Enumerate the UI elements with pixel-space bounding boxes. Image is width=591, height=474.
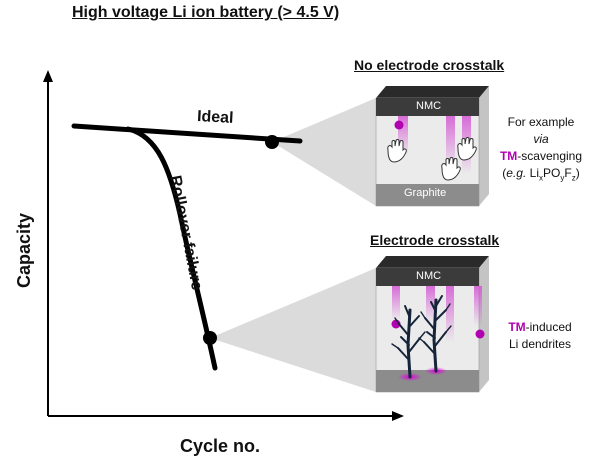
y-axis-arrow-icon	[43, 70, 53, 82]
top-cell	[375, 86, 489, 207]
note-induced: -induced	[525, 320, 572, 334]
top-cell-side	[479, 86, 489, 206]
note-line3: TM-scavenging	[497, 148, 585, 165]
rollover-marker	[203, 331, 217, 345]
note-sub-z: z	[571, 173, 576, 183]
bottom-cell-cap	[376, 256, 489, 268]
note-scavenging: -scavenging	[517, 149, 583, 163]
note-formula-prefix: Li	[526, 166, 539, 180]
ideal-curve	[71, 123, 303, 144]
note-eg: e.g.	[506, 166, 527, 180]
axes	[43, 70, 404, 421]
scavenger-hand-icon	[457, 137, 477, 161]
ideal-marker	[265, 135, 279, 149]
bottom-cathode-label: NMC	[416, 270, 442, 282]
bottom-cell-cathode	[376, 268, 479, 286]
tm-particle	[394, 120, 404, 130]
x-axis-label: Cycle no.	[180, 436, 261, 456]
li-dendrite-icon	[391, 305, 426, 379]
tm-streak	[398, 116, 408, 156]
tm-particle	[475, 329, 485, 339]
top-panel-note: For example via TM-scavenging (e.g. LixP…	[497, 114, 585, 186]
tm-streak	[446, 116, 455, 170]
top-cell-cap	[376, 86, 489, 98]
li-dendrite-icon	[418, 295, 452, 373]
bottom-panel-title: Electrode crosstalk	[370, 232, 500, 248]
diagram-title: High voltage Li ion battery (> 4.5 V)	[72, 4, 340, 21]
scavenger-hand-icon	[387, 139, 407, 163]
y-axis-label: Capacity	[14, 212, 34, 288]
top-cell-cathode	[376, 98, 479, 116]
top-cathode-label: NMC	[416, 100, 442, 112]
note-f: F	[564, 166, 572, 180]
note-tm: TM	[499, 149, 518, 163]
bottom-cell	[375, 256, 489, 393]
zoom-cone-top	[272, 98, 376, 206]
tm-streak	[426, 286, 435, 322]
top-anode-label: Graphite	[404, 187, 447, 199]
note-line4: (e.g. LixPOyFz)	[502, 166, 580, 183]
ideal-curve-label: Ideal	[196, 108, 234, 127]
top-panel-title: No electrode crosstalk	[354, 57, 505, 73]
note-line2: via	[497, 131, 585, 148]
note-tm: TM	[508, 320, 526, 334]
note-line1: For example	[507, 115, 575, 129]
tm-streak	[392, 286, 400, 320]
zoom-cone-bottom	[210, 268, 376, 392]
scavenger-hand-icon	[441, 157, 461, 181]
note-via: via	[533, 132, 549, 146]
note-sub-x: x	[539, 173, 543, 183]
note-sub-y: y	[560, 173, 565, 183]
x-axis-arrow-icon	[392, 411, 404, 421]
note-line1: TM-induced	[500, 319, 580, 336]
rollover-curve	[125, 126, 218, 371]
note-line2: Li dendrites	[508, 337, 572, 351]
bottom-panel-note: TM-induced Li dendrites	[500, 319, 580, 353]
tm-streak	[446, 286, 454, 342]
tm-streak	[474, 286, 482, 326]
note-po: PO	[543, 166, 561, 180]
top-cell-anode	[376, 184, 479, 206]
